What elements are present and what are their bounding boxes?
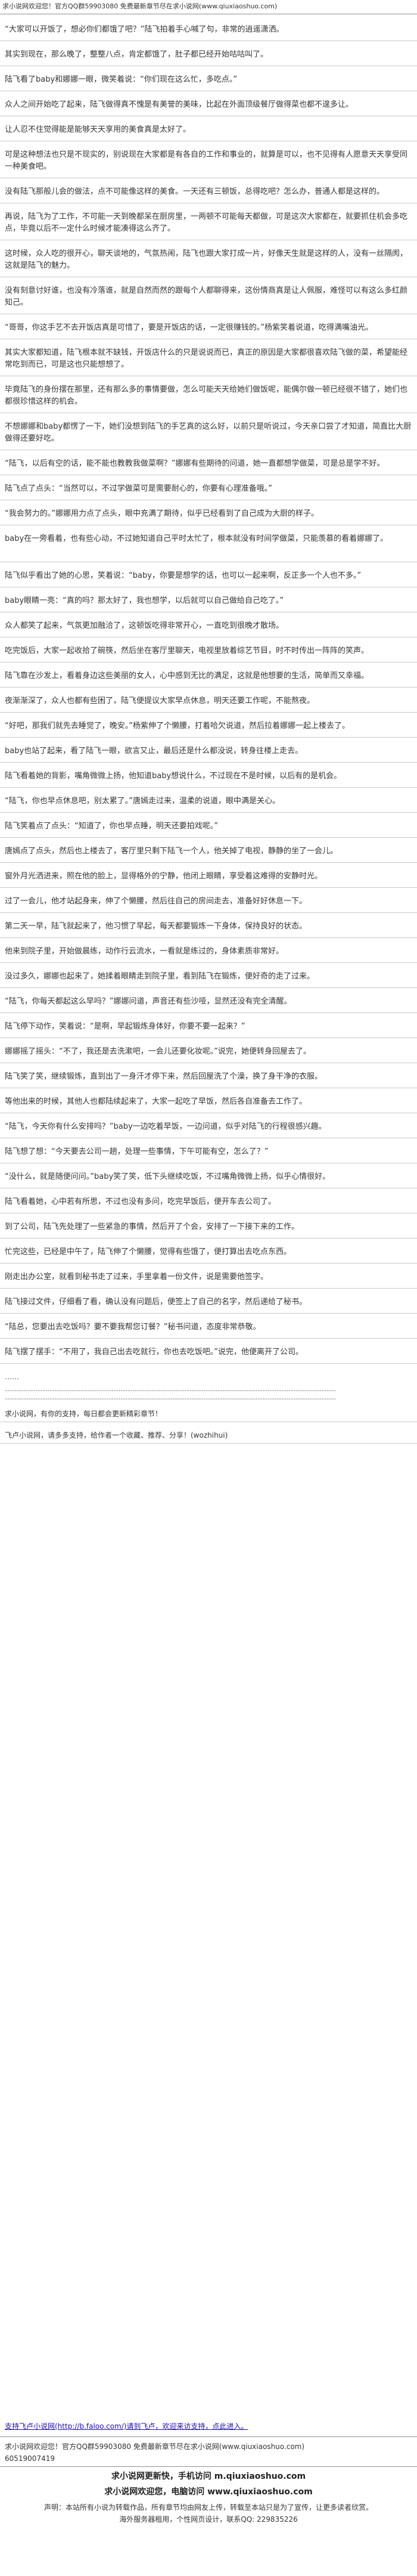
chapter-paragraph: 没有刻意讨好谁，也没有冷落谁，就是自然而然的跟每个人都聊得来，这份情商真是让人佩…: [5, 286, 408, 307]
end-note: 飞卢小说网，请多多支持，给作者一个收藏、推荐、分享！(wozhihui): [5, 1431, 228, 1439]
chapter-paragraph: 夜渐渐深了，众人也都有些困了，陆飞便提议大家早点休息，明天还要工作呢，不能熬夜。: [5, 696, 315, 705]
chapter-paragraph: 陆飞靠在沙发上，看着身边这些美丽的女人，心中感到无比的满足，这就是他想要的生活，…: [5, 671, 369, 680]
chapter-paragraph: “好吧，那我们就先去睡觉了，晚安。”杨紫伸了个懒腰，打着哈欠说道，然后拉着娜娜一…: [5, 722, 350, 730]
separator-dashes: ----------------------------------------…: [5, 1395, 336, 1402]
chapter-paragraph: 没有陆飞那般儿会的做法，点不可能像这样的美食。一天还有三顿饭，总得吃吧？怎么办，…: [5, 187, 385, 196]
chapter-paragraph: 毕竟陆飞的身份摆在那里，还有那么多的事情要做，怎么可能天天给她们做饭呢，能偶尔做…: [5, 385, 408, 406]
paragraph-divider: [0, 687, 417, 688]
break-ellipsis: ……: [5, 1373, 19, 1381]
footer-desktop-site[interactable]: 求小说网欢迎您，电脑访问 www.qiuxiaoshuo.com: [104, 2487, 313, 2497]
chapter-paragraph: 陆飞接过文件，仔细看了看，确认没有问题后，便签上了自己的名字，然后递给了秘书。: [5, 1298, 307, 1306]
chapter-paragraph: 其实大家都知道，陆飞根本就不缺钱，开饭店什么的只是说说而已，真正的原因是大家都很…: [5, 348, 408, 369]
chapter-paragraph: 没过多久，娜娜也起来了，她揉着眼睛走到院子里，看到陆飞在锻炼，便好奇的走了过来。: [5, 972, 315, 981]
top-notice: 求小说网欢迎您！官方QQ群59903080 免费最新章节尽在求小说网(www.q…: [2, 2, 278, 10]
footer-contact: 海外服务器租用，个性网页设计，联系QQ: 229835226: [119, 2515, 298, 2524]
chapter-paragraph: 再说，陆飞为了工作，不可能一天到晚都呆在厨房里，一两顿不可能每天都做，可是这次大…: [5, 212, 408, 233]
chapter-paragraph: 陆飞笑了笑，继续锻炼，直到出了一身汗才停下来，然后回屋洗了个澡，换了身干净的衣服…: [5, 1072, 323, 1081]
chapter-paragraph: “陆飞，以后有空的话，能不能也教教我做菜啊？”娜娜有些期待的问道，她一直都想学做…: [5, 459, 385, 468]
paragraph-divider: [0, 1288, 417, 1289]
chapter-paragraph: 这时候，众人吃的很开心，聊天谈地的，气氛热闹，陆飞也跟大家打成一片，好像天生就是…: [5, 249, 408, 270]
chapter-paragraph: “哥哥，你这手艺不去开饭店真是可惜了，要是开饭店的话，一定很赚钱的。”杨紫笑着说…: [5, 323, 373, 332]
chapter-paragraph: 让人忍不住觉得能是能够天天享用的美食真是太好了。: [5, 125, 191, 134]
chapter-paragraph: 娜娜摇了摇头：“不了，我还是去洗漱吧，一会儿还要化妆呢。”说完，她便转身回屋去了…: [5, 1047, 311, 1056]
chapter-paragraph: 过了一会儿，他才站起身来，伸了个懒腰，然后往自己的房间走去，准备好好休息一下。: [5, 897, 307, 906]
paragraph-divider: [0, 837, 417, 838]
chapter-paragraph: 陆飞摆了摆手：“不用了，我自己出去吃就行，你也去吃饭吧。”说完，他便离开了公司。: [5, 1348, 303, 1357]
chapter-paragraph: baby在一旁看着，也有些心动，不过她知道自己平时太忙了，根本就没有时间学做菜，…: [5, 534, 388, 543]
footer-number: 60519007419: [5, 2454, 55, 2463]
chapter-paragraph: 陆飞看着她，心中若有所思，不过也没有多问，吃完早饭后，便开车去公司了。: [5, 1197, 276, 1206]
chapter-paragraph: “大家可以开饭了，想必你们都饿了吧？”陆飞拍着手心喊了句，非常的逍遥潇洒。: [5, 25, 284, 34]
chapter-paragraph: 到了公司，陆飞先处理了一些紧急的事情，然后开了个会，安排了一下接下来的工作。: [5, 1222, 300, 1231]
paragraph-divider: [0, 937, 417, 938]
paragraph-divider: [0, 1313, 417, 1314]
paragraph-divider: [0, 1238, 417, 1239]
chapter-paragraph: 陆飞看着她的背影，嘴角微微上扬，他知道baby想说什么，不过现在不是时候，以后有…: [5, 772, 342, 781]
end-note: 求小说网，有你的支持，每日都会更新精彩章节！: [5, 1410, 163, 1418]
chapter-paragraph: 众人都笑了起来，气氛更加融洽了，这顿饭吃得非常开心，一直吃到很晚才散场。: [5, 621, 284, 630]
chapter-paragraph: “陆飞，你每天都起这么早吗？”娜娜问道，声音还有些沙哑，显然还没有完全清醒。: [5, 997, 292, 1006]
paragraph-divider: [0, 712, 417, 713]
chapter-paragraph: 陆飞点了点头：“当然可以，不过学做菜可是需要耐心的，你要有心理准备哦。”: [5, 484, 272, 493]
chapter-paragraph: “陆飞，你也早点休息吧，别太累了。”唐嫣走过来，温柔的说道，眼中满是关心。: [5, 797, 280, 806]
faloo-support-link[interactable]: 支持飞卢小说网(http://b.faloo.com/)请到飞卢，欢迎来访支持，…: [5, 2422, 248, 2431]
chapter-paragraph: “陆飞，今天你有什么安排吗？”baby一边吃着早饭，一边问道，似乎对陆飞的行程很…: [5, 1122, 326, 1131]
paragraph-divider: [0, 812, 417, 813]
chapter-paragraph: 陆飞看了baby和娜娜一眼，微笑着说：“你们现在这么忙，多吃点。”: [5, 75, 238, 84]
chapter-paragraph: 窗外月光洒进来，照在他的脸上，显得格外的宁静，他闭上眼睛，享受着这难得的安静时光…: [5, 872, 323, 881]
paragraph-divider: [0, 962, 417, 963]
paragraph-divider: [0, 1363, 417, 1364]
chapter-paragraph: 众人之间开始吃了起来，陆飞做得真不愧是有美誉的美味，比起在外面顶级餐厅做得菜也都…: [5, 100, 354, 109]
end-note-divider: [0, 1443, 417, 1444]
footer-divider: [0, 2436, 417, 2437]
chapter-paragraph: “陆总，您要出去吃饭吗？要不要我帮您订餐？”秘书问道，态度非常恭敬。: [5, 1323, 261, 1332]
paragraph-divider: [0, 1338, 417, 1339]
paragraph-divider: [0, 787, 417, 788]
chapter-paragraph: “我会努力的。”娜娜用力点了点头，眼中充满了期待，似乎已经看到了自己成为大厨的样…: [5, 509, 319, 518]
paragraph-divider: [0, 862, 417, 863]
chapter-paragraph: 吃完饭后，大家一起收拾了碗筷，然后坐在客厅里聊天，电视里放着综艺节目，时不时传出…: [5, 646, 369, 655]
paragraph-divider: [0, 912, 417, 913]
chapter-paragraph: baby也站了起来，看了陆飞一眼，欲言又止，最后还是什么都没说，转身往楼上走去。: [5, 747, 303, 756]
paragraph-divider: [0, 737, 417, 738]
chapter-paragraph: baby眼睛一亮：“真的吗？那太好了，我也想学，以后就可以自己做给自己吃了。”: [5, 596, 284, 605]
chapter-paragraph: 忙完这些，已经是中午了，陆飞伸了个懒腰，觉得有些饿了，便打算出去吃点东西。: [5, 1247, 292, 1256]
paragraph-divider: [0, 762, 417, 763]
footer-mobile-site[interactable]: 求小说网更新快，手机访问 m.qiuxiaoshuo.com: [111, 2472, 306, 2481]
chapter-paragraph: 陆飞笑着点了点头：“知道了，你也早点睡，明天还要拍戏呢。”: [5, 822, 218, 831]
chapter-paragraph: 不想娜娜和baby都愣了一下，她们没想到陆飞的手艺真的这么好，以前只是听说过，今…: [5, 422, 412, 443]
chapter-paragraph: 陆飞似乎看出了她的心思，笑着说：“baby，你要是想学的话，也可以一起来啊，反正…: [5, 571, 362, 580]
separator-dashes: ----------------------------------------…: [5, 1386, 336, 1394]
paragraph-divider: [0, 987, 417, 988]
chapter-paragraph: 陆飞停下动作，笑着说：“是啊，早起锻炼身体好，你要不要一起来？”: [5, 1022, 245, 1031]
chapter-paragraph: 陆飞想了想：“今天要去公司一趟，处理一些事情，下午可能有空，怎么了？”: [5, 1147, 269, 1156]
footer-qq-notice: 求小说网欢迎您！官方QQ群59903080 免费最新章节尽在求小说网(www.q…: [5, 2442, 305, 2451]
chapter-paragraph: 他来到院子里，开始做晨练，动作行云流水，一看就是练过的，身体素质非常好。: [5, 947, 284, 956]
paragraph-divider: [0, 1263, 417, 1264]
chapter-paragraph: 第二天一早，陆飞就起来了，他习惯了早起，每天都要锻炼一下身体，保持良好的状态。: [5, 922, 307, 931]
chapter-paragraph: 可是这种想法也只是不现实的，别说现在大家都是有各自的工作和事业的，就算是可以，也…: [5, 150, 408, 171]
chapter-paragraph: 刚走出办公室，就看到秘书走了过来，手里拿着一份文件，说是需要他签字。: [5, 1272, 269, 1281]
chapter-paragraph: “没什么，就是随便问问。”baby笑了笑，低下头继续吃饭，不过嘴角微微上扬，似乎…: [5, 1172, 331, 1181]
chapter-paragraph: 其实到现在，那么晚了，整整八点，肯定都饿了，肚子都已经开始咕咕叫了。: [5, 50, 269, 59]
paragraph-divider: [0, 887, 417, 888]
chapter-paragraph: 唐嫣点了点头，然后也上楼去了，客厅里只剩下陆飞一个人，他关掉了电视，静静的坐了一…: [5, 847, 338, 856]
footer-disclaimer: 声明：本站所有小说为转载作品，所有章节均由网友上传，转载至本站只是为了宣传，让更…: [43, 2503, 373, 2512]
chapter-paragraph: 等他出来的时候，其他人也都陆续起来了，大家一起吃了早饭，然后各自准备去工作了。: [5, 1097, 307, 1106]
footer-divider: [0, 2466, 417, 2467]
